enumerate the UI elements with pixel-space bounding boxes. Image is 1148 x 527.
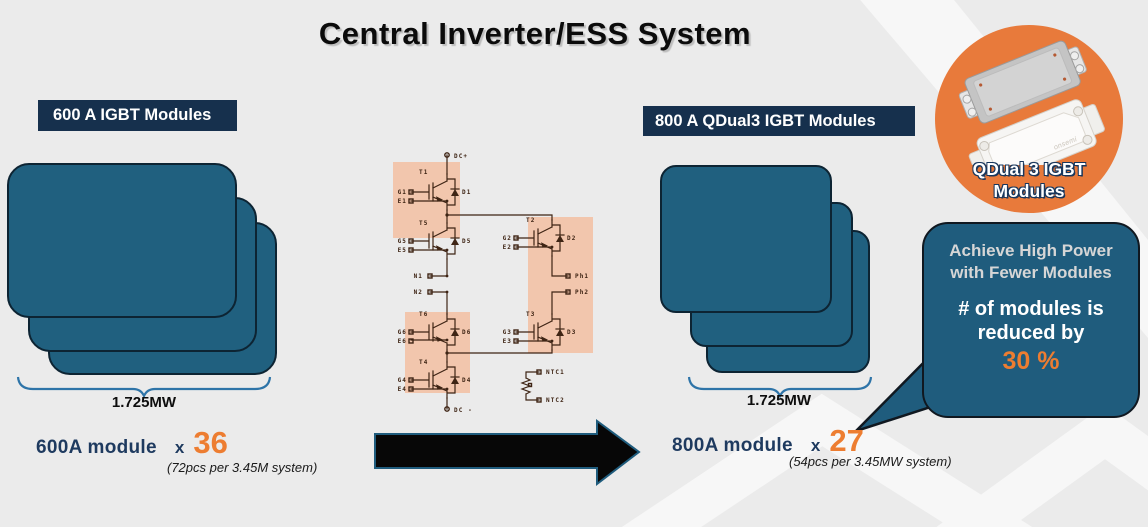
left-multiplier: x <box>174 438 185 457</box>
gray-module-image <box>958 40 1087 124</box>
right-module-count: 27 <box>829 423 864 458</box>
qdual3-badge-circle: onsemi QDual 3 IGBT Modules <box>935 25 1123 213</box>
badge-caption-line2: Modules <box>993 180 1065 201</box>
left-section-header: 600 A IGBT Modules <box>38 100 237 131</box>
schematic-label: G1 <box>398 189 407 196</box>
left-module-count: 36 <box>193 425 228 460</box>
schematic-label: NTC2 <box>546 397 565 404</box>
callout-percentage: 30 % <box>1002 346 1060 375</box>
schematic-label: D1 <box>462 189 471 196</box>
schematic-label: G4 <box>398 377 407 384</box>
schematic-label: E1 <box>398 198 407 205</box>
terminal-dc-plus <box>444 152 450 158</box>
white-module-image: onsemi <box>968 99 1105 165</box>
left-dimension-bracket <box>16 376 272 399</box>
schematic-label: D2 <box>567 235 576 242</box>
right-power-label: 1.725MW <box>746 392 812 409</box>
callout-heading: Achieve High Power with Fewer Modules <box>924 240 1138 284</box>
schematic-label: E4 <box>398 386 407 393</box>
gate-emitter-terminals <box>408 189 571 403</box>
schematic-label: N1 <box>414 273 423 280</box>
callout-body: # of modules is reduced by <box>924 297 1138 345</box>
right-multiplier: x <box>810 436 821 455</box>
schematic-label: T2 <box>526 217 535 224</box>
left-module-count-row: 600A module x 36 <box>36 425 228 461</box>
right-section-header: 800 A QDual3 IGBT Modules <box>643 106 915 136</box>
callout-line3: # of modules is <box>958 297 1104 320</box>
right-dimension-bracket <box>687 376 873 399</box>
right-module-count-row: 800A module x 27 <box>672 423 864 459</box>
schematic-label: DC - <box>454 407 473 414</box>
right-module-name: 800A module <box>672 435 793 456</box>
igbt-module-illustrations: onsemi <box>958 40 1105 165</box>
schematic-label: D4 <box>462 377 471 384</box>
module-card <box>660 165 832 313</box>
schematic-label: E5 <box>398 247 407 254</box>
schematic-label: Ph1 <box>575 273 589 280</box>
page-title: Central Inverter/ESS System <box>318 16 752 51</box>
highlight-t1-t5 <box>393 162 460 238</box>
callout-line1: Achieve High Power <box>949 241 1113 260</box>
badge-caption: QDual 3 IGBT Modules <box>935 159 1123 203</box>
schematic-label: T6 <box>419 311 428 318</box>
left-module-note: (72pcs per 3.45M system) <box>167 460 318 475</box>
schematic-label: T5 <box>419 220 428 227</box>
left-module-name: 600A module <box>36 437 157 458</box>
schematic-label: G2 <box>503 235 512 242</box>
schematic-label: T4 <box>419 359 428 366</box>
schematic-label: Ph2 <box>575 289 589 296</box>
schematic-label: G3 <box>503 329 512 336</box>
chevron-band-bottom-2 <box>936 404 1148 527</box>
callout-line4: reduced by <box>977 321 1085 344</box>
benefit-callout: Achieve High Power with Fewer Modules # … <box>922 222 1140 418</box>
callout-line2: with Fewer Modules <box>950 262 1112 282</box>
schematic-label: N2 <box>414 289 423 296</box>
schematic-label: T3 <box>526 311 535 318</box>
junction-dots <box>445 199 554 391</box>
schematic-label: E6 <box>398 338 407 345</box>
schematic-label: D3 <box>567 329 576 336</box>
module-card <box>7 163 237 318</box>
schematic-label: G6 <box>398 329 407 336</box>
schematic-label: D5 <box>462 238 471 245</box>
schematic-label: DC+ <box>454 153 468 160</box>
schematic-label: T1 <box>419 169 428 176</box>
terminal-dc-minus <box>444 406 450 412</box>
transition-arrow-icon <box>374 419 641 487</box>
right-module-note: (54pcs per 3.45MW system) <box>789 454 952 469</box>
schematic-label: G5 <box>398 238 407 245</box>
schematic-label: NTC1 <box>546 369 565 376</box>
schematic-label: E2 <box>503 244 512 251</box>
schematic-label: E3 <box>503 338 512 345</box>
npc-inverter-schematic: DC+ DC - T1 D1 G1 E1 T5 D5 G5 E5 T2 D2 G… <box>393 152 593 414</box>
badge-caption-line1: QDual 3 IGBT <box>972 159 1086 179</box>
left-power-label: 1.725MW <box>111 394 177 411</box>
schematic-label: D6 <box>462 329 471 336</box>
